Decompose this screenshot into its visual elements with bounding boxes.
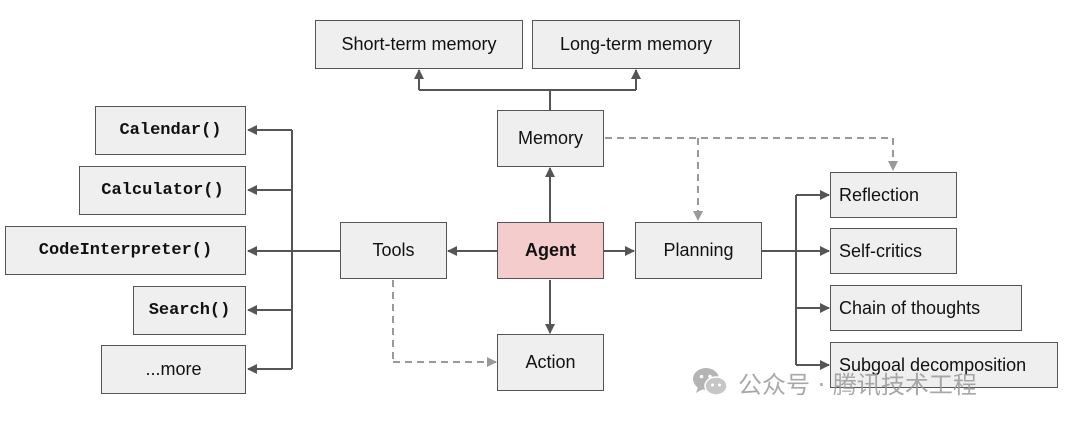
- subgoal-decomposition-label: Subgoal decomposition: [839, 354, 1027, 375]
- more-label: ...more: [145, 359, 202, 379]
- memory-label: Memory: [517, 128, 583, 148]
- wechat-icon: [693, 368, 728, 396]
- action-node: Action: [497, 334, 604, 391]
- planning-label: Planning: [663, 240, 734, 260]
- self-critics-node: Self-critics: [830, 228, 957, 274]
- calendar-label: Calendar(): [119, 121, 222, 140]
- code-interpreter-label: CodeInterpreter(): [38, 241, 213, 260]
- tools-node: Tools: [340, 222, 447, 279]
- short-term-memory-label: Short-term memory: [341, 34, 497, 54]
- chain-of-thoughts-node: Chain of thoughts: [830, 285, 1022, 331]
- action-label: Action: [525, 352, 576, 372]
- tools-to-functions-arrows: [247, 125, 340, 374]
- memory-dashed-arrows: [605, 137, 898, 221]
- search-node: Search(): [133, 286, 246, 335]
- calendar-node: Calendar(): [95, 106, 246, 155]
- long-term-memory-label: Long-term memory: [559, 34, 713, 54]
- chain-of-thoughts-label: Chain of thoughts: [839, 297, 981, 318]
- tools-to-action-dashed-arrow: [392, 280, 497, 367]
- calculator-node: Calculator(): [79, 166, 246, 215]
- watermark: 公众号 · 腾讯技术工程: [690, 362, 977, 402]
- memory-to-stores-arrows: [414, 69, 641, 110]
- watermark-text: 公众号 · 腾讯技术工程: [738, 370, 977, 399]
- self-critics-label: Self-critics: [839, 240, 923, 261]
- tools-label: Tools: [372, 240, 415, 260]
- reflection-node: Reflection: [830, 172, 957, 218]
- more-node: ...more: [101, 345, 246, 394]
- memory-node: Memory: [497, 110, 604, 167]
- search-label: Search(): [148, 301, 231, 320]
- short-term-memory-node: Short-term memory: [315, 20, 523, 69]
- agent-node: Agent: [497, 222, 604, 279]
- planning-to-methods-arrows: [762, 190, 830, 370]
- reflection-label: Reflection: [839, 184, 920, 205]
- subgoal-decomposition-node: Subgoal decomposition: [830, 342, 1058, 388]
- long-term-memory-node: Long-term memory: [532, 20, 740, 69]
- planning-node: Planning: [635, 222, 762, 279]
- calculator-label: Calculator(): [101, 181, 224, 200]
- code-interpreter-node: CodeInterpreter(): [5, 226, 246, 275]
- agent-label: Agent: [525, 240, 576, 260]
